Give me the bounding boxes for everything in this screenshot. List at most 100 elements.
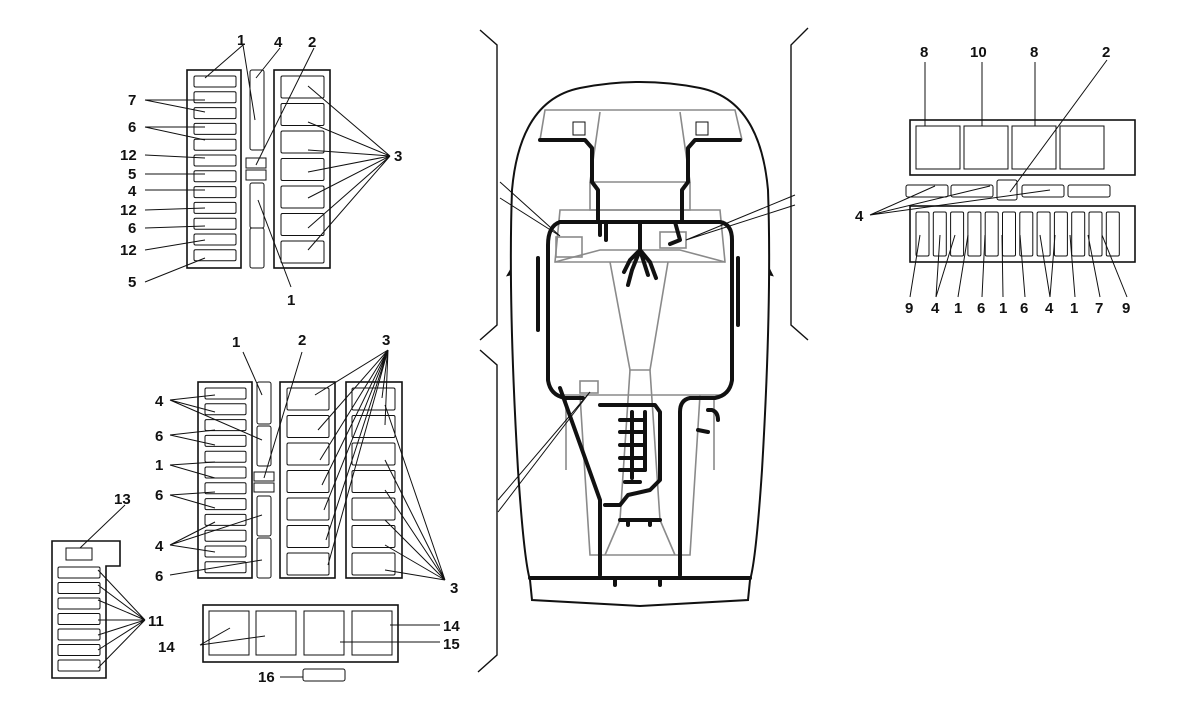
relay-cell	[280, 130, 325, 154]
callout: 1	[954, 300, 962, 317]
relay-small	[245, 157, 267, 169]
fuse-cell	[193, 122, 237, 135]
callout: 5	[128, 274, 136, 291]
relay-cell	[351, 525, 396, 548]
fuse-cell	[204, 466, 247, 479]
callout: 1	[232, 334, 240, 351]
fuse-cell	[1088, 211, 1103, 257]
fuse-cell	[204, 498, 247, 511]
relay-cell	[286, 442, 330, 466]
break-line	[477, 349, 498, 673]
fuse-cell	[193, 107, 237, 120]
relay-cell	[351, 497, 396, 521]
callout: 4	[155, 393, 164, 410]
fuse-cell	[193, 249, 237, 262]
fuse-cell	[57, 597, 101, 610]
relay-cell	[286, 497, 330, 521]
callout: 4	[931, 300, 940, 317]
relay-cell	[1011, 125, 1057, 170]
fuse-strip	[249, 227, 265, 269]
pointer-line	[685, 194, 796, 241]
callout: 2	[1102, 44, 1110, 61]
fuse-cell	[204, 482, 247, 495]
callout: 4	[274, 34, 283, 51]
callout: 3	[450, 580, 458, 597]
leader-lines	[79, 44, 1128, 678]
relay-cell	[286, 525, 330, 548]
relay-cell	[208, 610, 250, 656]
relay-cell	[1059, 125, 1105, 170]
callout: 11	[148, 613, 164, 630]
callout: 15	[443, 636, 460, 653]
relay-cell	[280, 185, 325, 209]
pointer-line	[497, 391, 591, 513]
fuse-strip	[256, 425, 272, 467]
callout: 4	[155, 538, 164, 555]
car-top-view	[477, 27, 809, 673]
relay-cell	[351, 387, 396, 411]
callout: 4	[1045, 300, 1054, 317]
fuse-cell	[193, 154, 237, 167]
fuse-strip	[256, 537, 272, 579]
break-line	[790, 27, 809, 341]
fuse-cell	[1071, 211, 1086, 257]
relay-cell	[351, 610, 393, 656]
car-body	[509, 81, 771, 608]
callout: 4	[128, 183, 137, 200]
callout: 3	[394, 148, 402, 165]
fuse-cell	[204, 387, 247, 400]
fuse-cell	[57, 566, 101, 579]
callout: 7	[1095, 300, 1103, 317]
relay-cell	[963, 125, 1009, 170]
callout: 10	[970, 44, 987, 61]
fuse-cell	[193, 138, 237, 151]
callout: 2	[308, 34, 316, 51]
callout: 1	[155, 457, 163, 474]
callout: 12	[120, 242, 137, 259]
pointer-line	[499, 181, 561, 237]
fuse-cell	[193, 75, 237, 88]
callout: 16	[258, 669, 275, 686]
callout: 6	[155, 487, 163, 504]
fusebox-front-right	[905, 119, 1136, 263]
fuse-cell	[984, 211, 999, 257]
callout: 4	[855, 208, 864, 225]
callout: 2	[298, 332, 306, 349]
callout: 3	[382, 332, 390, 349]
fuse-strip	[249, 69, 265, 151]
relay-cell	[255, 610, 297, 656]
fuse-cell	[57, 613, 101, 625]
callout: 1	[237, 32, 245, 49]
relay-small	[253, 482, 275, 493]
fuse-cell	[57, 582, 101, 594]
callout: 14	[443, 618, 460, 635]
relay-cell	[351, 442, 396, 466]
relay-panel	[51, 540, 121, 679]
connector-box	[555, 236, 583, 258]
callout: 6	[977, 300, 985, 317]
callout: 9	[1122, 300, 1130, 317]
fuse-cell	[193, 233, 237, 246]
relay-block-bottom	[202, 604, 399, 682]
relay-cell	[303, 610, 345, 656]
fuse-strip	[256, 495, 272, 537]
fuse-cell	[204, 434, 247, 447]
fuse-strip	[249, 182, 265, 229]
relay-cell	[351, 552, 396, 576]
fuse-cell	[193, 217, 237, 230]
callout: 6	[128, 220, 136, 237]
callout: 6	[155, 568, 163, 585]
fusebox-front-left	[186, 69, 331, 269]
headlight-module	[695, 121, 709, 136]
fuse-cell	[57, 644, 101, 656]
fuse-cell	[932, 211, 947, 257]
fuse-cell	[57, 628, 101, 641]
relay-cell	[280, 103, 325, 126]
callout: 13	[114, 491, 131, 508]
fuse-cell	[1002, 211, 1016, 257]
callout: 6	[128, 119, 136, 136]
fuse-cell	[193, 186, 237, 199]
callout: 5	[128, 166, 136, 183]
